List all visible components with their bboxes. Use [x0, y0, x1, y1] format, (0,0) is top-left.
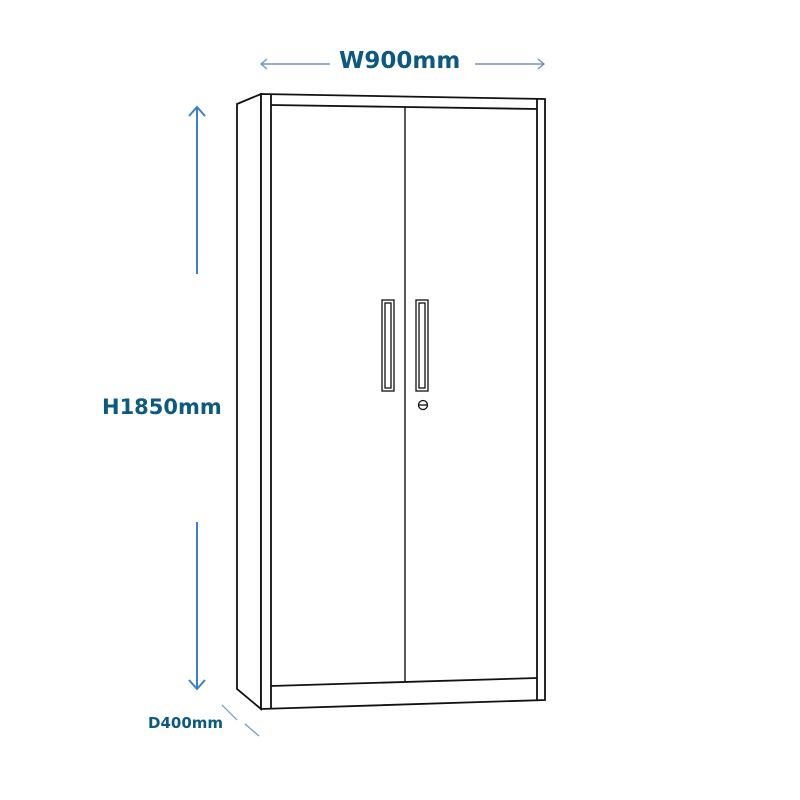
plinth	[270, 677, 538, 687]
top-frame	[270, 104, 538, 110]
height-arrow	[188, 105, 206, 691]
lock-icon	[417, 399, 429, 411]
side-panel	[236, 92, 262, 711]
width-label: W900mm	[339, 48, 461, 74]
left-handle	[381, 299, 395, 392]
front-frame	[260, 93, 546, 710]
height-label: H1850mm	[102, 395, 222, 419]
depth-arrow	[221, 704, 260, 737]
depth-label: D400mm	[148, 714, 224, 732]
width-arrow	[259, 58, 546, 70]
right-handle	[415, 299, 429, 392]
cabinet-body	[236, 92, 546, 711]
